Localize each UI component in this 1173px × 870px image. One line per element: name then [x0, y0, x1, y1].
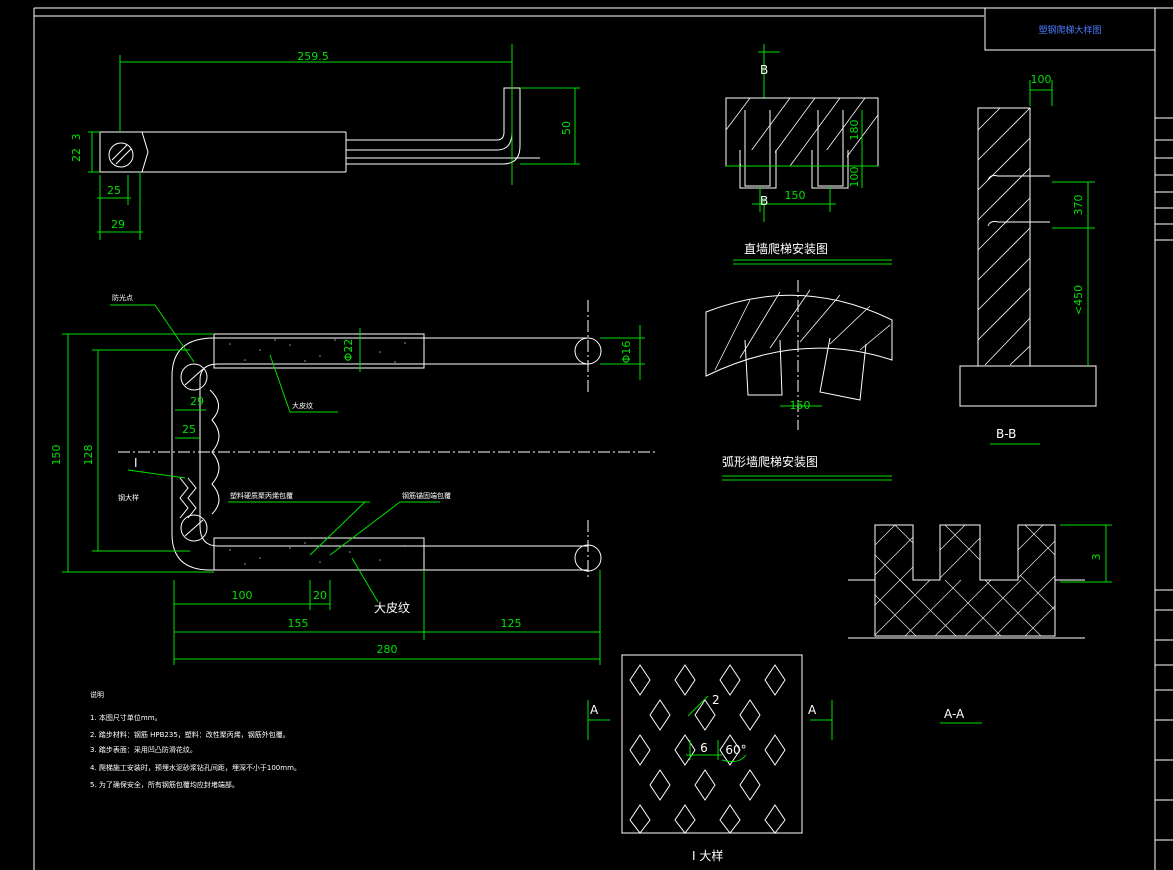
callout-pp2: 钢筋锚固端包覆	[402, 491, 451, 500]
dim-29: 29	[190, 395, 204, 408]
callout-left: 钢大样	[118, 493, 139, 502]
arc-wall-install: 150 弧形墙爬梯安装图	[705, 280, 893, 481]
dim-280: 280	[377, 643, 398, 656]
section-b-bottom: B	[760, 194, 768, 208]
rung-main-plan: 150 128 Φ22 Φ16 29 25 100 20 155 125 280…	[50, 293, 658, 665]
dim-phi22: Φ22	[342, 339, 355, 362]
rung-top-view: 259.5 50 22 3 25 29	[70, 44, 580, 240]
notes-heading: 说明	[90, 690, 104, 699]
detail-title: Ⅰ 大样	[692, 848, 723, 863]
section-a-right: A	[808, 703, 817, 717]
straight-wall-title: 直墙爬梯安装图	[744, 241, 828, 256]
dim-detail-2: 2	[712, 693, 720, 707]
dim-bb-370: 370	[1072, 195, 1085, 216]
dim-phi16: Φ16	[620, 341, 633, 364]
callout-top: 防光点	[112, 293, 133, 302]
section-bb: 100 370 <450 B-B	[959, 73, 1097, 445]
detail-mark-main: Ⅰ	[134, 456, 138, 470]
dim-100: 100	[232, 589, 253, 602]
dim-aa-3: 3	[1090, 554, 1103, 561]
callout-knurl2: 大皮纹	[374, 601, 410, 615]
note-item: 5. 为了确保安全，所有钢筋包覆均应封堵端部。	[90, 780, 239, 789]
dim-b-100: 100	[848, 167, 861, 188]
dim-b-180: 180	[848, 120, 861, 141]
straight-wall-install: B 150 180 100 B 直墙爬梯安装图	[725, 44, 892, 265]
dim-detail-60: 60°	[725, 743, 746, 757]
dim-top-length: 259.5	[297, 50, 329, 63]
dim-25: 25	[182, 423, 196, 436]
dim-top-22: 22	[70, 148, 83, 162]
dim-20: 20	[313, 589, 327, 602]
dim-128: 128	[82, 445, 95, 466]
callout-pp1: 塑料硬质聚丙烯包覆	[230, 491, 293, 500]
section-aa-title: A-A	[944, 707, 965, 721]
note-item: 2. 踏步材料：钢筋 HPB235，塑料：改性聚丙烯，钢筋外包覆。	[90, 730, 290, 739]
section-a-left: A	[590, 703, 599, 717]
dim-125: 125	[501, 617, 522, 630]
dim-detail-6: 6	[700, 741, 708, 755]
dim-bb-100: 100	[1031, 73, 1052, 86]
note-item: 3. 踏步表面：采用凹凸防滑花纹。	[90, 745, 197, 754]
dim-bb-450: <450	[1072, 285, 1085, 315]
dim-top-3: 3	[70, 134, 83, 141]
dim-top-29: 29	[111, 218, 125, 231]
arc-wall-title: 弧形墙爬梯安装图	[722, 454, 818, 469]
dim-arc-150: 150	[790, 399, 811, 412]
title-block-title: 塑钢爬梯大样图	[1038, 24, 1101, 36]
drawing-frame: 塑钢爬梯大样图	[33, 7, 1173, 870]
dim-155: 155	[288, 617, 309, 630]
note-item: 4. 爬梯施工安装时，预埋水泥砂浆钻孔间距，埋深不小于100mm。	[90, 763, 301, 772]
dim-150: 150	[50, 445, 63, 466]
detail-one: A A 6 60° 2 Ⅰ 大样	[587, 654, 833, 863]
callout-knurl1: 大皮纹	[292, 401, 313, 410]
dim-top-50: 50	[560, 121, 573, 135]
section-aa: 3 A-A	[848, 524, 1112, 724]
notes-block: 说明 1. 本图尺寸单位mm。 2. 踏步材料：钢筋 HPB235，塑料：改性聚…	[90, 690, 301, 789]
dim-b-150: 150	[785, 189, 806, 202]
note-item: 1. 本图尺寸单位mm。	[90, 713, 162, 722]
dim-top-25: 25	[107, 184, 121, 197]
section-b-top: B	[760, 63, 768, 77]
section-bb-title: B-B	[996, 427, 1016, 441]
